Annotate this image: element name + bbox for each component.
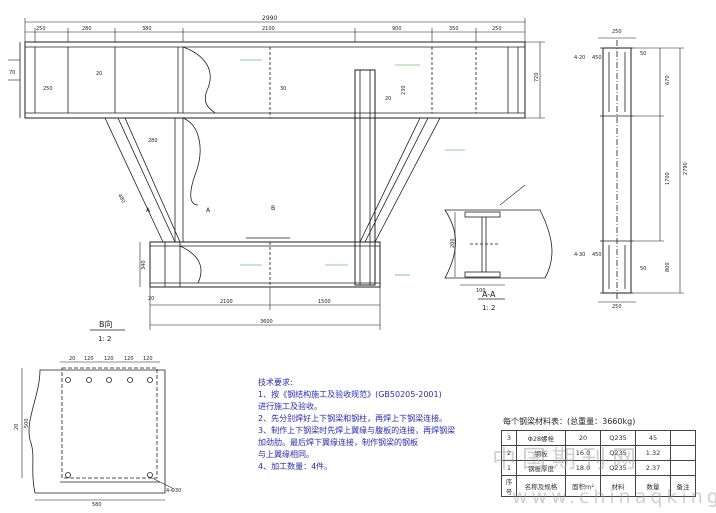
note-line: 2、先分别焊好上下钢梁和钢柱，再焊上下钢梁连接。 [258, 414, 448, 423]
svg-text:4-Φ30: 4-Φ30 [166, 488, 181, 494]
main-view-text: 2990 250 280 380 2100 900 350 250 720 70… [9, 15, 540, 325]
column-right [354, 69, 376, 286]
svg-text:2100: 2100 [262, 26, 275, 32]
table-header-row: 序号 名称及规格 面积m² 材料 数量 备注 [501, 475, 696, 497]
svg-text:340: 340 [141, 260, 147, 270]
svg-text:20: 20 [14, 424, 20, 430]
top-beam [19, 41, 526, 119]
svg-text:70: 70 [9, 70, 15, 76]
weld-annotations [240, 59, 465, 276]
bom-title: 每个钢梁材料表：(总重量：3660kg) [503, 417, 636, 426]
side-view-text: 250 4-20 450 50 670 1700 2790 800 4-30 4… [574, 29, 689, 310]
note-line: 与上翼缘相同。 [258, 450, 314, 459]
view-b [21, 329, 173, 501]
svg-text:500: 500 [24, 418, 30, 428]
svg-text:120: 120 [104, 356, 114, 362]
svg-text:4-20: 4-20 [574, 55, 585, 61]
svg-text:A: A [206, 207, 211, 214]
svg-text:20: 20 [69, 356, 75, 362]
watermark-cn: 中国期刊网 [492, 445, 642, 473]
svg-text:670: 670 [665, 75, 671, 85]
svg-text:250: 250 [492, 26, 502, 32]
section-aa-text: A-A 1: 2 200 100 [450, 238, 496, 312]
svg-text:250: 250 [43, 86, 53, 92]
svg-text:580: 580 [92, 502, 102, 508]
svg-text:2100: 2100 [220, 299, 233, 305]
section-aa [444, 184, 553, 300]
view-b-text: B向 1: 2 20 120 120 120 120 20 500 580 4-… [14, 319, 181, 508]
svg-text:50: 50 [640, 266, 646, 272]
note-line: 3、制作上下钢梁时先焊上翼缘与腹板的连接，再焊钢梁 [258, 426, 456, 435]
view-b-scale: 1: 2 [98, 335, 112, 343]
svg-text:2790: 2790 [683, 162, 689, 175]
svg-text:350: 350 [449, 26, 459, 32]
svg-text:380: 380 [142, 26, 152, 32]
svg-text:720: 720 [534, 72, 540, 82]
svg-text:480: 480 [116, 193, 126, 204]
main-dimension-lines [8, 18, 545, 330]
svg-text:250: 250 [612, 304, 622, 310]
svg-text:50: 50 [640, 51, 646, 57]
note-line: 加劲肋。最后焊下翼缘连接，制作钢梁的钢板 [258, 438, 418, 447]
svg-text:230: 230 [401, 85, 407, 95]
dim-overall: 2990 [262, 15, 277, 22]
svg-text:200: 200 [450, 238, 456, 248]
section-aa-scale: 1: 2 [482, 304, 496, 312]
svg-text:1700: 1700 [665, 172, 671, 185]
svg-text:30: 30 [280, 86, 286, 92]
svg-text:120: 120 [84, 356, 94, 362]
side-view [598, 37, 684, 303]
note-line: 进行施工及验收。 [258, 402, 322, 411]
note-line: 1、按《钢结构施工及验收规范》(GB50205-2001) [258, 390, 442, 399]
svg-text:20: 20 [96, 71, 102, 77]
section-aa-title: A-A [482, 290, 496, 299]
svg-text:900: 900 [392, 26, 402, 32]
bottom-beam [149, 237, 381, 288]
svg-text:3600: 3600 [260, 319, 273, 325]
svg-text:800: 800 [665, 262, 671, 272]
braces [104, 117, 441, 243]
note-line: 4、加工数量：4件。 [258, 462, 333, 471]
view-b-title: B向 [99, 319, 113, 329]
svg-text:450: 450 [592, 55, 602, 61]
svg-text:1500: 1500 [318, 299, 331, 305]
watermark-url: www.chinaqking.com [512, 486, 716, 508]
bill-of-materials: 3 Φ28螺栓 20 Q235 45 2 钢板 16.0 Q235 1.32 1… [501, 430, 696, 497]
svg-text:20: 20 [385, 96, 391, 102]
svg-text:20: 20 [148, 296, 154, 302]
svg-text:280: 280 [148, 138, 158, 144]
svg-text:280: 280 [82, 26, 92, 32]
svg-text:250: 250 [612, 29, 622, 35]
svg-text:100: 100 [476, 288, 486, 294]
svg-text:4-30: 4-30 [574, 252, 585, 258]
svg-text:450: 450 [592, 252, 602, 258]
svg-text:120: 120 [143, 356, 153, 362]
notes-title: 技术要求: [258, 378, 293, 387]
technical-notes: 技术要求: 1、按《钢结构施工及验收规范》(GB50205-2001) 进行施工… [258, 377, 496, 473]
svg-text:A: A [146, 207, 151, 214]
svg-text:B: B [271, 205, 275, 212]
svg-text:120: 120 [124, 356, 134, 362]
svg-text:250: 250 [36, 26, 46, 32]
